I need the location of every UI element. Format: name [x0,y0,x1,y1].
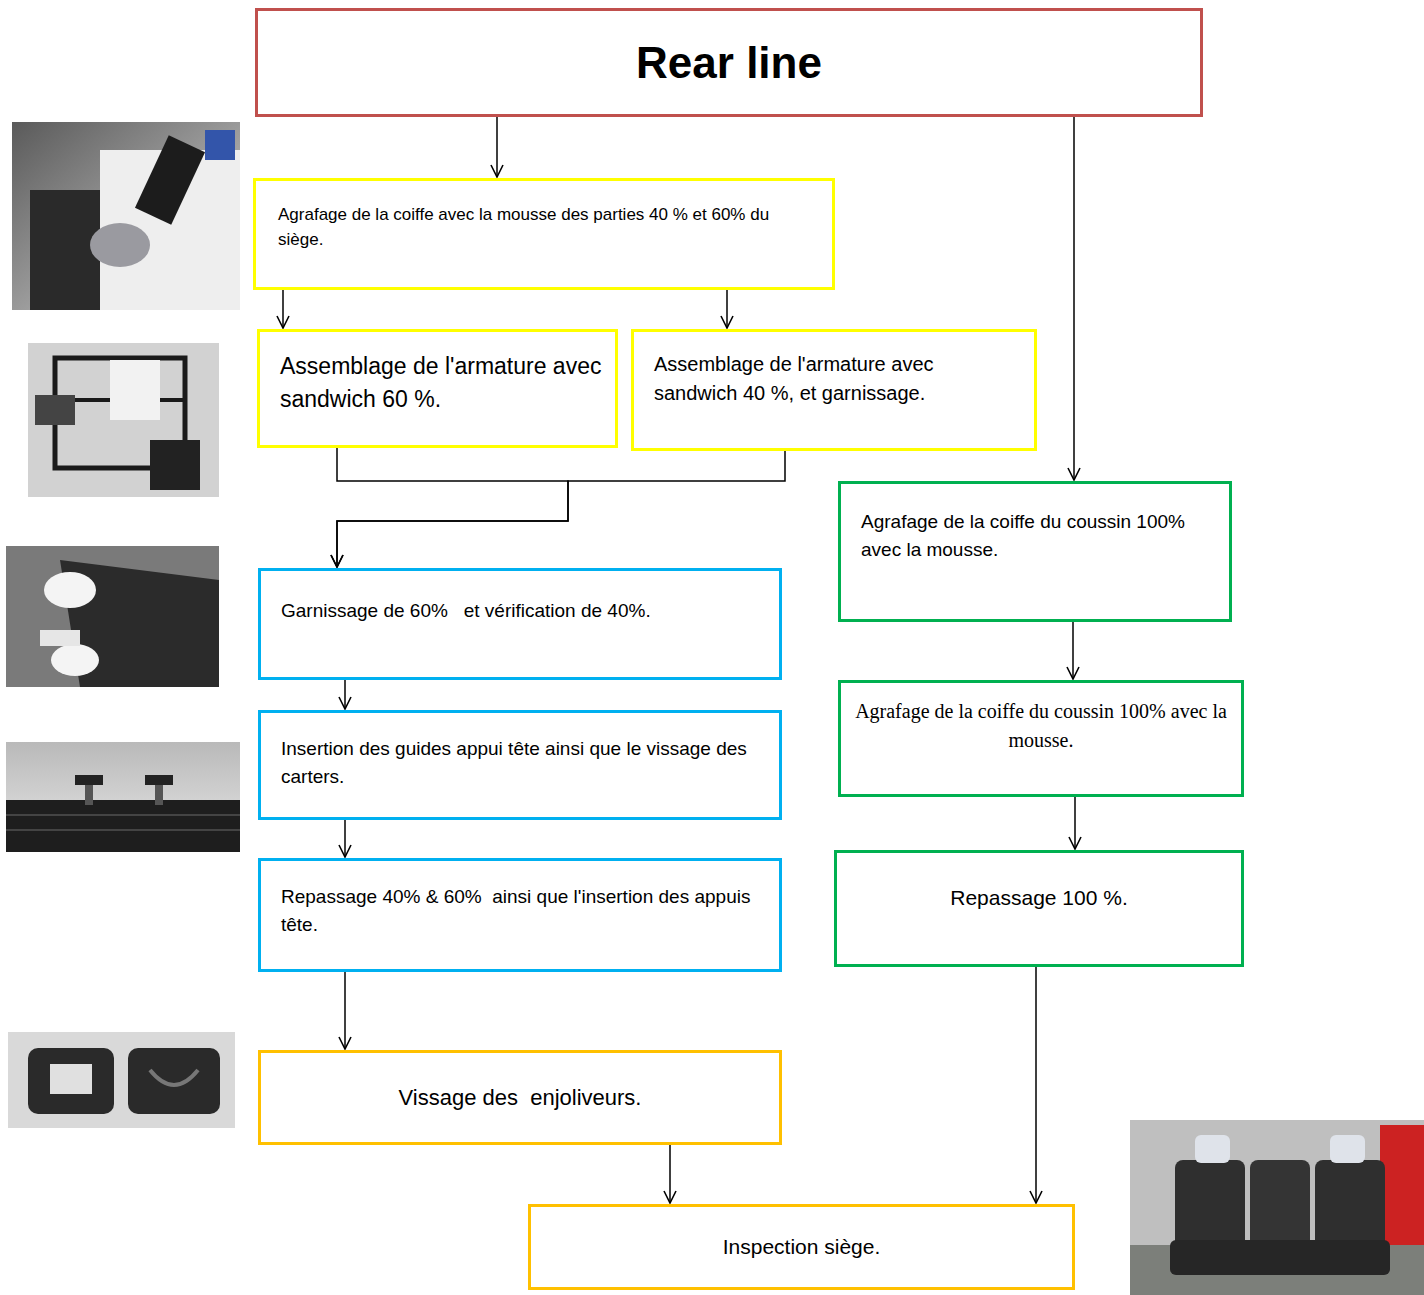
process-box: Garnissage de 60% et vérification de 40%… [258,568,782,680]
seat-photo [1130,1120,1424,1295]
step-label: Garnissage de 60% et vérification de 40%… [281,597,651,625]
flow-arrow [282,290,284,328]
step-label: Inspection siège. [723,1232,881,1262]
step-label: Assemblage de l'armature avec sandwich 4… [654,350,1022,408]
bezel-photo [8,1032,235,1128]
flow-arrow [669,1145,671,1203]
step-label: Rear line [636,31,822,95]
process-box: Repassage 40% & 60% ainsi que l'insertio… [258,858,782,972]
process-box: Assemblage de l'armature avec sandwich 6… [257,329,618,448]
flow-arrow [344,680,346,709]
process-box: Vissage des enjoliveurs. [258,1050,782,1145]
flow-arrow [1035,967,1037,1203]
flow-arrow [1072,622,1074,679]
inspection-box: Inspection siège. [528,1204,1075,1290]
step-label: Assemblage de l'armature avec sandwich 6… [280,350,603,417]
headrest-guide-photo [6,742,240,852]
step-label: Insertion des guides appui tête ainsi qu… [281,735,767,790]
flow-arrow [337,448,568,567]
flow-arrow [344,972,346,1049]
frame-photo [28,343,219,497]
flow-arrow [337,451,785,567]
step-label: Agrafage de la coiffe du coussin 100% av… [853,697,1229,755]
step-label: Repassage 40% & 60% ainsi que l'insertio… [281,883,767,938]
step-label: Repassage 100 %. [950,883,1127,913]
process-box: Insertion des guides appui tête ainsi qu… [258,710,782,820]
flow-arrow [1074,797,1076,849]
flow-arrow [496,117,498,177]
process-box: Agrafage de la coiffe avec la mousse des… [253,178,835,290]
process-box: Agrafage de la coiffe du coussin 100% av… [838,481,1232,622]
flow-arrow [726,290,728,328]
line-title-box: Rear line [255,8,1203,117]
stapling-photo [12,122,240,310]
trim-photo [6,546,219,687]
process-box: Repassage 100 %. [834,850,1244,967]
step-label: Agrafage de la coiffe avec la mousse des… [278,203,812,252]
flow-arrow [1073,117,1075,480]
process-box: Assemblage de l'armature avec sandwich 4… [631,329,1037,451]
step-label: Vissage des enjoliveurs. [399,1082,642,1114]
flow-arrow [344,820,346,857]
process-box: Agrafage de la coiffe du coussin 100% av… [838,680,1244,797]
step-label: Agrafage de la coiffe du coussin 100% av… [861,508,1217,563]
